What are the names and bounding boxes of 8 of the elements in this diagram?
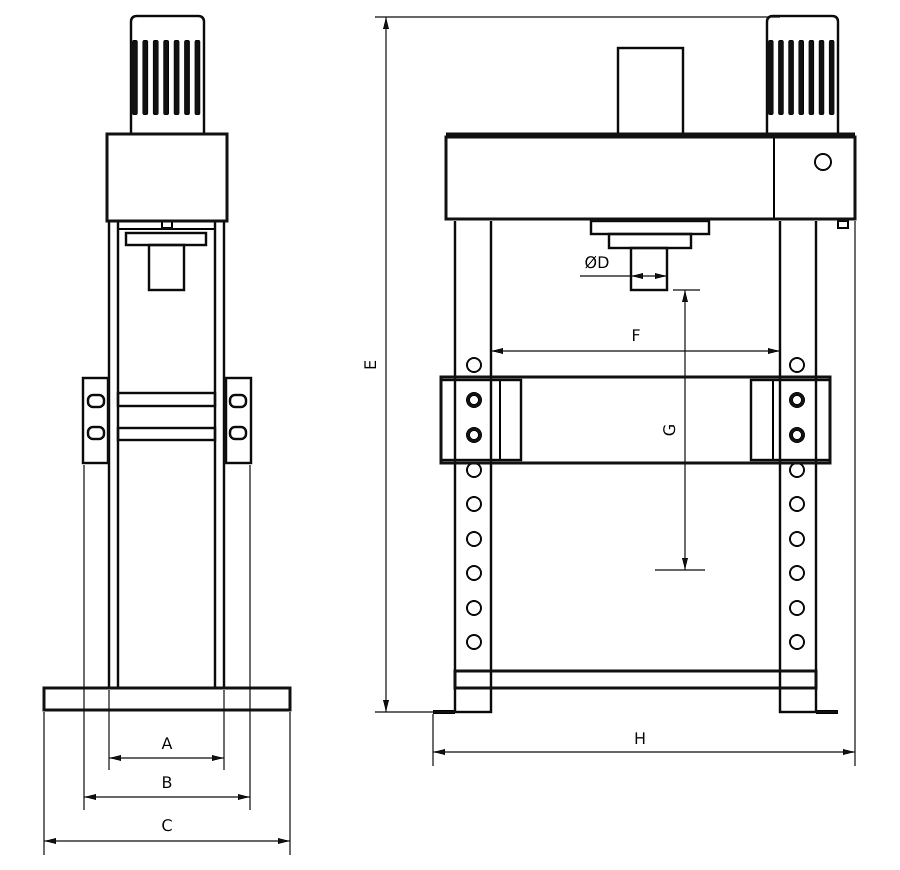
- dimension-label: ØD: [584, 254, 610, 272]
- dimension-label: F: [631, 327, 641, 345]
- dimension-label: C: [161, 817, 173, 835]
- dimension-label: G: [661, 424, 679, 436]
- dimension-label: A: [162, 735, 172, 753]
- dimension-label: B: [162, 774, 172, 792]
- dimension-label: E: [362, 360, 380, 370]
- dimension-label: H: [634, 730, 646, 748]
